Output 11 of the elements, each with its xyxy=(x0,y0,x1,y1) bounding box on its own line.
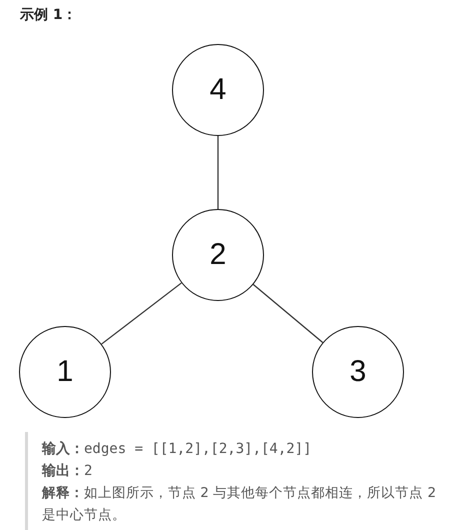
connector-line xyxy=(101,282,182,345)
connector-line xyxy=(217,136,219,209)
node-number: 4 xyxy=(210,73,226,107)
explanation-text: 解释：如上图所示，节点 2 与其他每个节点都相连，所以节点 2 是中心节点。 xyxy=(42,484,438,525)
input-line: 输入：edges = [[1,2],[2,3],[4,2]] xyxy=(42,440,313,459)
node-number: 3 xyxy=(350,355,366,389)
example-heading: 示例 1： xyxy=(20,6,77,24)
node-number: 2 xyxy=(210,238,226,272)
connector-line xyxy=(252,284,324,343)
output-line: 输出：2 xyxy=(42,462,94,481)
node-number: 1 xyxy=(56,355,74,389)
